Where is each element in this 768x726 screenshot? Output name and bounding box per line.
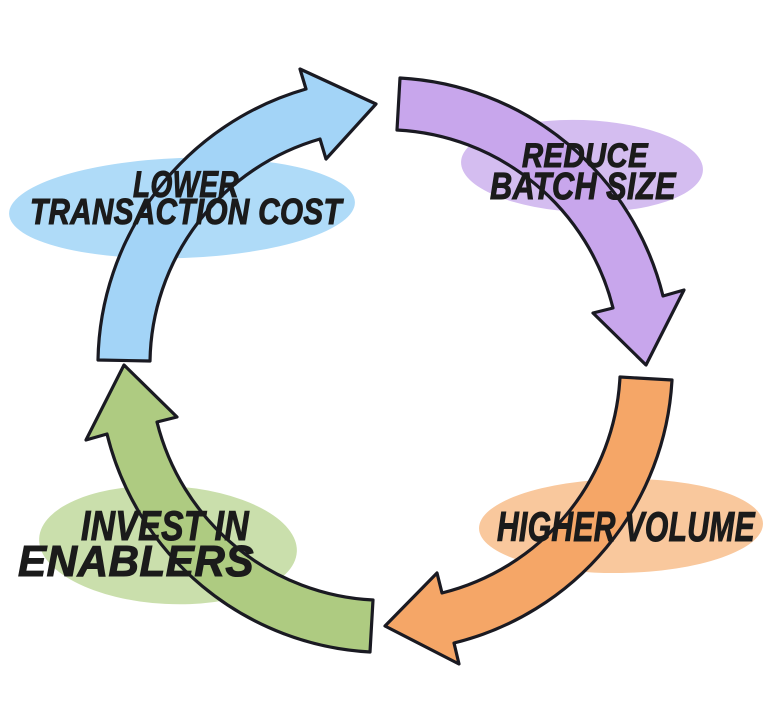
label-invest-in-enablers-line1: INVEST IN — [81, 502, 250, 549]
label-reduce-batch-size-line1: REDUCE — [522, 137, 649, 175]
label-invest-in-enablers-line2: ENABLERS — [18, 537, 254, 586]
step-labels: LOWER TRANSACTION COST REDUCE BATCH SIZE… — [17, 136, 756, 586]
label-lower-transaction-cost-line2: TRANSACTION COST — [30, 191, 344, 232]
label-higher-volume: HIGHER VOLUME — [497, 503, 756, 550]
label-reduce-batch-size-line2: BATCH SIZE — [490, 166, 677, 208]
arrow-reduce-batch-size — [395, 76, 686, 367]
arrow-higher-volume — [383, 375, 674, 666]
cycle-arrows — [84, 67, 686, 666]
arrow-invest-in-enablers — [84, 363, 375, 654]
arrow-lower-transaction-cost — [96, 67, 378, 363]
label-lower-transaction-cost-line1: LOWER — [133, 164, 239, 205]
